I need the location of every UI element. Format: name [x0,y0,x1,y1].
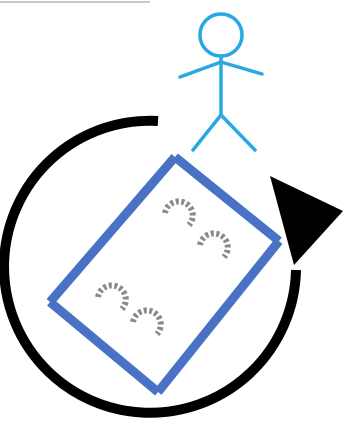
frame-top-edge [175,157,279,241]
figure-head [200,14,242,56]
figure-right-leg [221,115,255,150]
footprint-icon [133,310,161,334]
rotation-arc [4,121,296,413]
figure-right-arm [221,62,262,74]
rotated-rectangular-frame-icon [50,157,279,392]
frame-bottom-edge [50,302,158,392]
stick-figure-icon [180,14,262,150]
frame-left-edge [50,157,175,302]
rotation-arrowhead [270,176,343,265]
footprint-icon [165,201,193,225]
footprint-icon [98,285,126,309]
figure-left-leg [193,115,221,150]
footprint-icon [200,233,228,257]
figure-left-arm [180,62,221,77]
